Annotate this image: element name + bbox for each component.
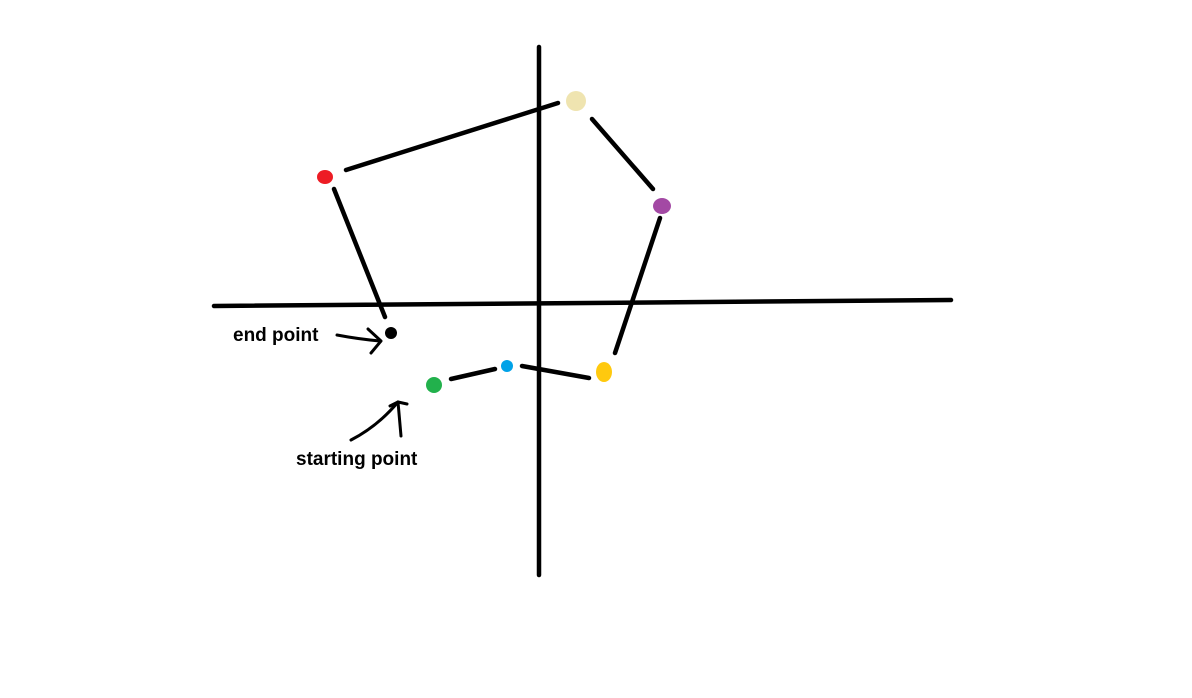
starting-point-label: starting point: [296, 449, 418, 470]
segment-purple-beige: [589, 116, 656, 192]
segment-beige-red: [343, 100, 561, 173]
x-axis: [211, 297, 954, 309]
segment-yellow-purple: [612, 215, 663, 356]
blue-point: [501, 360, 513, 372]
segment-green-blue: [448, 366, 498, 382]
beige-point: [566, 91, 586, 111]
black-point: [385, 327, 397, 339]
points: [317, 91, 671, 393]
red-point: [317, 170, 333, 184]
path-segments: [331, 100, 663, 382]
yellow-point: [596, 362, 612, 382]
end-point-arrow: [335, 327, 383, 355]
starting-point-arrow: [349, 400, 409, 442]
end-point-label: end point: [233, 325, 319, 346]
segment-red-black: [331, 186, 388, 320]
purple-point: [653, 198, 671, 214]
segment-blue-yellow: [519, 363, 592, 381]
green-point: [426, 377, 442, 393]
